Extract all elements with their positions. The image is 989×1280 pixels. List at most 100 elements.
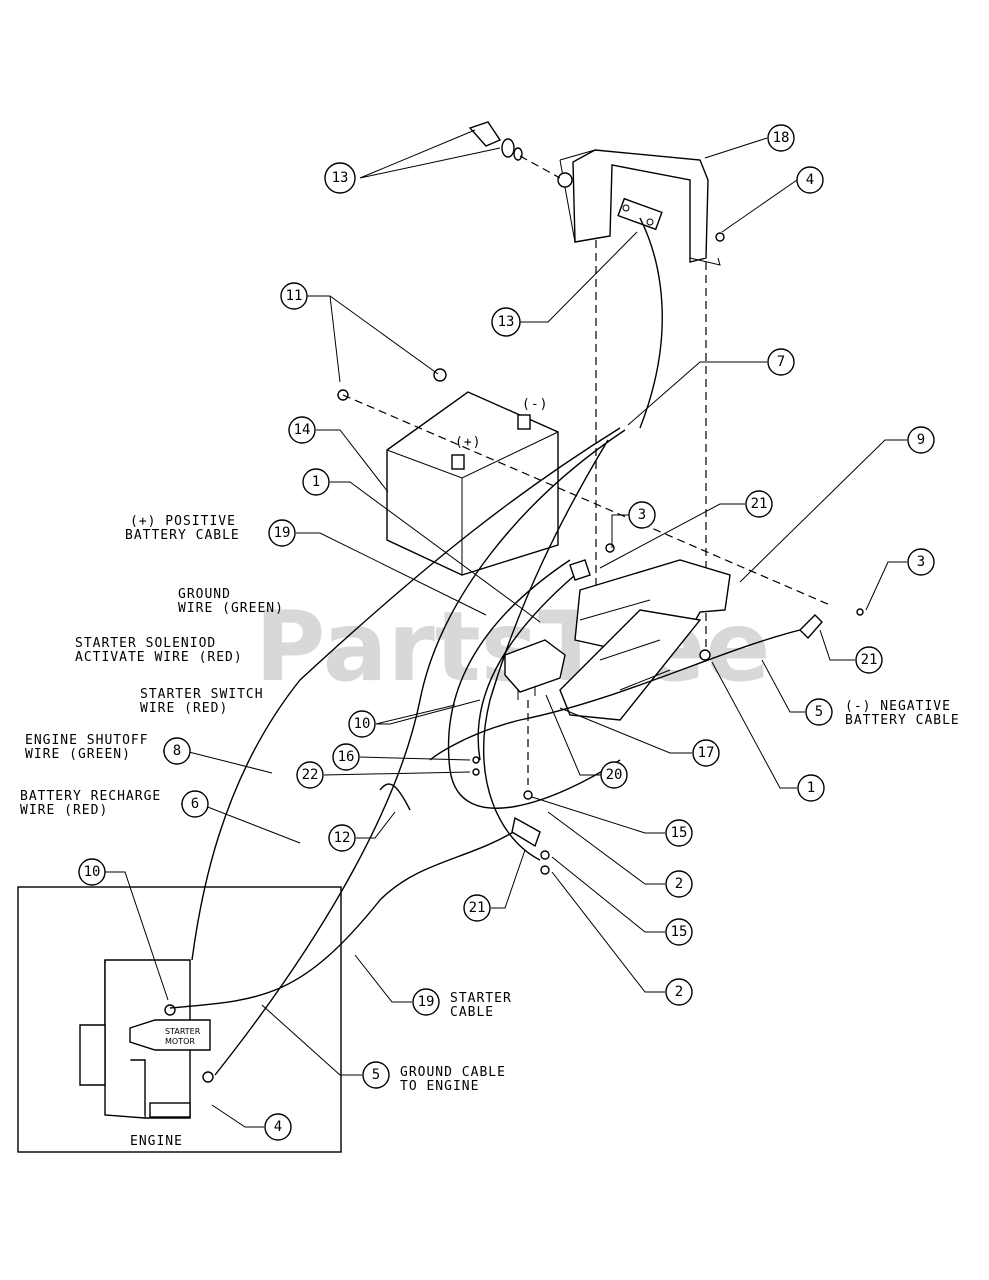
callout-11: 11 <box>280 282 308 310</box>
svg-text:2: 2 <box>675 984 683 1000</box>
solenoid-wire-label-2: ACTIVATE WIRE (RED) <box>75 650 243 665</box>
svg-text:1: 1 <box>807 780 815 796</box>
callout-8: 8 <box>163 737 191 765</box>
callout-10-engine: 10 <box>78 858 106 886</box>
starter-motor-label-1: STARTER <box>165 1027 201 1036</box>
battery-positive-label: (+) <box>455 435 481 450</box>
svg-text:7: 7 <box>777 354 785 370</box>
svg-text:22: 22 <box>302 767 319 783</box>
negative-cable-label-2: BATTERY CABLE <box>845 713 960 728</box>
callout-19-bottom: 19 <box>412 988 440 1016</box>
solenoid-wire-label-1: STARTER SOLENIOD <box>75 636 216 651</box>
svg-text:13: 13 <box>332 170 349 186</box>
battery: (+) (-) <box>386 391 559 576</box>
positive-cable-label-2: BATTERY CABLE <box>125 528 240 543</box>
callout-21-right: 21 <box>855 646 883 674</box>
svg-text:10: 10 <box>84 864 101 880</box>
svg-text:5: 5 <box>372 1067 380 1083</box>
cables <box>169 217 823 1076</box>
svg-text:17: 17 <box>698 745 715 761</box>
callout-18: 18 <box>767 124 795 152</box>
svg-text:21: 21 <box>469 900 486 916</box>
svg-text:13: 13 <box>498 314 515 330</box>
callout-1-top: 1 <box>302 468 330 496</box>
callout-5-right: 5 <box>805 698 833 726</box>
starter-solenoid <box>504 639 566 700</box>
callout-22: 22 <box>296 761 324 789</box>
callout-17: 17 <box>692 739 720 767</box>
engine-label: ENGINE <box>130 1134 183 1149</box>
engine-shutoff-label-1: ENGINE SHUTOFF <box>25 733 149 748</box>
callout-2-upper: 2 <box>665 870 693 898</box>
callout-14: 14 <box>288 416 316 444</box>
ground-wire-label-2: WIRE (GREEN) <box>178 601 284 616</box>
svg-text:16: 16 <box>338 749 355 765</box>
positive-cable-label-1: (+) POSITIVE <box>130 514 236 529</box>
starter-switch-label-1: STARTER SWITCH <box>140 687 264 702</box>
svg-text:19: 19 <box>418 994 435 1010</box>
callout-15-lower: 15 <box>665 918 693 946</box>
battery-bracket <box>557 149 721 266</box>
starter-cable-label-1: STARTER <box>450 991 512 1006</box>
starter-switch-label-2: WIRE (RED) <box>140 701 228 716</box>
svg-text:21: 21 <box>861 652 878 668</box>
callout-21-lower: 21 <box>463 894 491 922</box>
svg-text:20: 20 <box>606 767 623 783</box>
text-labels: (+) POSITIVE BATTERY CABLE GROUND WIRE (… <box>20 514 960 1094</box>
leader-lines <box>105 129 907 1128</box>
callout-10-mid: 10 <box>348 710 376 738</box>
svg-text:15: 15 <box>671 825 688 841</box>
svg-text:9: 9 <box>917 432 925 448</box>
callout-21-top: 21 <box>745 490 773 518</box>
callout-1-right: 1 <box>797 774 825 802</box>
svg-text:10: 10 <box>354 716 371 732</box>
svg-text:19: 19 <box>274 525 291 541</box>
callout-4-top: 4 <box>796 166 824 194</box>
callout-3-left: 3 <box>628 501 656 529</box>
starter-cable-label-2: CABLE <box>450 1005 494 1020</box>
engine-box <box>17 886 342 1153</box>
callout-12: 12 <box>328 824 356 852</box>
engine-shutoff-label-2: WIRE (GREEN) <box>25 747 131 762</box>
callout-3-right: 3 <box>907 548 935 576</box>
callout-2-lower: 2 <box>665 978 693 1006</box>
svg-text:3: 3 <box>638 507 646 523</box>
svg-text:2: 2 <box>675 876 683 892</box>
callout-13-bracket: 13 <box>491 307 521 337</box>
ground-wire-label-1: GROUND <box>178 587 231 602</box>
svg-text:5: 5 <box>815 704 823 720</box>
cable-clip <box>379 783 411 811</box>
battery-tray <box>559 543 731 721</box>
battery-negative-label: (-) <box>522 397 548 412</box>
callout-9: 9 <box>907 426 935 454</box>
callout-20: 20 <box>600 761 628 789</box>
svg-text:1: 1 <box>312 474 320 490</box>
svg-text:12: 12 <box>334 830 351 846</box>
ground-cable-label-1: GROUND CABLE <box>400 1065 506 1080</box>
svg-text:6: 6 <box>191 796 199 812</box>
callout-4-bottom: 4 <box>264 1113 292 1141</box>
callout-13-left: 13 <box>324 162 356 194</box>
svg-text:21: 21 <box>751 496 768 512</box>
svg-text:11: 11 <box>286 288 303 304</box>
starter-motor-label-2: MOTOR <box>165 1037 195 1046</box>
callout-16: 16 <box>332 743 360 771</box>
ground-cable-label-2: TO ENGINE <box>400 1079 479 1094</box>
svg-text:15: 15 <box>671 924 688 940</box>
svg-text:3: 3 <box>917 554 925 570</box>
battery-recharge-label-1: BATTERY RECHARGE <box>20 789 161 804</box>
svg-text:4: 4 <box>806 172 814 188</box>
callout-6: 6 <box>181 790 209 818</box>
engine: STARTER MOTOR ENGINE <box>79 959 214 1149</box>
svg-text:14: 14 <box>294 422 311 438</box>
callout-15-upper: 15 <box>665 819 693 847</box>
callout-7: 7 <box>767 348 795 376</box>
svg-text:8: 8 <box>173 743 181 759</box>
svg-text:4: 4 <box>274 1119 282 1135</box>
svg-text:18: 18 <box>773 130 790 146</box>
battery-recharge-label-2: WIRE (RED) <box>20 803 108 818</box>
callout-19-top: 19 <box>268 519 296 547</box>
negative-cable-label-1: (-) NEGATIVE <box>845 699 951 714</box>
callout-5-bottom: 5 <box>362 1061 390 1089</box>
